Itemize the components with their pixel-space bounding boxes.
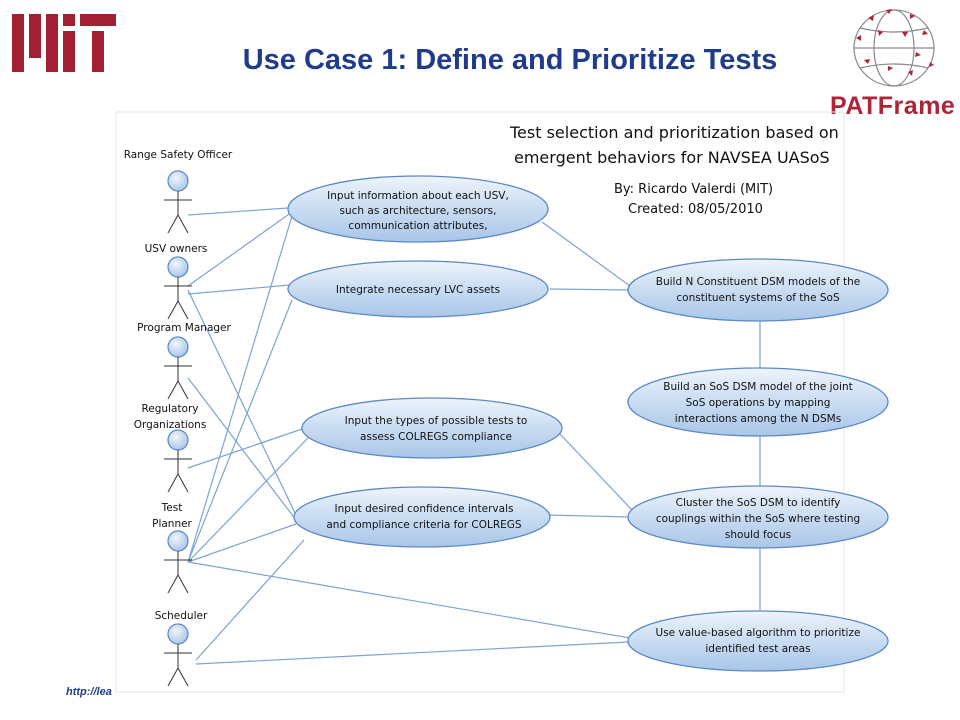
actor-limb — [167, 574, 179, 594]
actor-head — [167, 256, 189, 278]
use-case-ellipse-build-constituent-dsm — [627, 258, 889, 322]
actor-limb — [167, 473, 179, 493]
connector — [187, 437, 309, 563]
diagram-author: By: Ricardo Valerdi (MIT) — [614, 182, 773, 197]
use-case-build-sos-dsm-line-1: Build an SoS DSM model of the joint — [663, 381, 852, 393]
use-case-ellipse-input-usv-info — [287, 175, 549, 243]
use-case-ellipse-input-confidence — [293, 486, 551, 548]
connector — [541, 221, 631, 287]
patframe-globe-icon — [853, 9, 935, 87]
actor-limb — [177, 380, 189, 400]
use-case-build-constituent-dsm-line-1: Build N Constituent DSM models of the — [656, 276, 860, 288]
actor-limb — [177, 473, 189, 493]
actor-limb — [177, 300, 189, 320]
use-case-ellipse-cluster-sos-dsm — [627, 485, 889, 549]
use-case-ellipse-input-test-types — [301, 397, 563, 459]
actor-figure-scheduler — [164, 623, 192, 687]
use-case-value-based-algorithm-line-1: Use value-based algorithm to prioritize — [656, 627, 861, 639]
actor-label-test-planner-line-1: Test — [161, 502, 183, 514]
connector — [187, 299, 293, 563]
actor-limb — [167, 214, 179, 234]
use-case-input-test-types-line-1: Input the types of possible tests to — [345, 415, 528, 427]
actor-limb — [167, 380, 179, 400]
connector-lines — [187, 207, 761, 665]
connector — [187, 523, 297, 563]
use-case-input-usv-info-line-1: Input information about each USV, — [327, 190, 509, 202]
actor-figure-usv-owners — [164, 256, 192, 320]
use-case-build-sos-dsm-line-3: interactions among the N DSMs — [675, 413, 841, 425]
use-case-cluster-sos-dsm-line-2: couplings within the SoS where testing — [656, 513, 860, 525]
actor-label-range-safety-officer: Range Safety Officer — [124, 149, 233, 161]
patframe-logo-text: PATFrame — [830, 92, 956, 120]
actor-figure-regulatory-organizations — [164, 429, 192, 493]
diagram-header-line-1: Test selection and prioritization based … — [509, 123, 839, 142]
diagram-created: Created: 08/05/2010 — [628, 202, 763, 217]
use-case-cluster-sos-dsm-line-3: should focus — [725, 529, 791, 541]
connector — [187, 211, 293, 287]
footer-url[interactable]: http://lea — [66, 686, 112, 698]
actor-label-test-planner-line-2: Planner — [152, 518, 192, 530]
use-case-labels: Input information about each USV, such a… — [326, 190, 860, 655]
actor-label-program-manager: Program Manager — [137, 322, 231, 334]
actor-head — [167, 336, 189, 358]
use-case-input-usv-info-line-2: such as architecture, sensors, — [340, 205, 497, 217]
connector — [559, 433, 633, 511]
actor-limb — [177, 574, 189, 594]
mit-logo — [12, 14, 116, 72]
use-case-ellipse-value-based-algorithm — [627, 610, 889, 672]
connector — [187, 427, 306, 469]
use-case-input-usv-info-line-3: communication attributes, — [348, 220, 487, 232]
actor-figure-program-manager — [164, 336, 192, 400]
use-case-input-confidence-line-1: Input desired confidence intervals — [335, 503, 514, 515]
use-case-integrate-lvc-line-1: Integrate necessary LVC assets — [336, 284, 500, 296]
use-case-input-confidence-line-2: and compliance criteria for COLREGS — [326, 519, 522, 531]
connector — [187, 215, 293, 563]
connector — [187, 289, 297, 516]
use-case-value-based-algorithm-line-2: identified test areas — [705, 643, 810, 655]
slide-title: Use Case 1: Define and Prioritize Tests — [242, 44, 778, 76]
actor-figure-range-safety-officer — [164, 170, 192, 234]
connector — [187, 284, 291, 295]
actor-limb — [177, 667, 189, 687]
use-case-build-sos-dsm-line-2: SoS operations by mapping — [686, 397, 831, 409]
use-case-build-constituent-dsm-line-2: constituent systems of the SoS — [676, 292, 840, 304]
actor-labels: Range Safety Officer USV owners Program … — [124, 149, 233, 622]
actor-head — [167, 429, 189, 451]
actor-label-usv-owners: USV owners — [145, 243, 208, 255]
actor-head — [167, 170, 189, 192]
use-case-cluster-sos-dsm-line-1: Cluster the SoS DSM to identify — [676, 497, 841, 509]
use-case-ellipse-build-sos-dsm — [627, 367, 889, 437]
actor-label-regulatory-line-1: Regulatory — [141, 403, 198, 415]
actor-limb — [167, 300, 179, 320]
actor-label-regulatory-line-2: Organizations — [134, 419, 207, 431]
actor-figure-test-planner — [164, 530, 192, 594]
diagram-header: Test selection and prioritization based … — [509, 123, 839, 217]
use-case-input-test-types-line-2: assess COLREGS compliance — [360, 431, 512, 443]
actor-head — [167, 530, 189, 552]
use-case-ellipse-integrate-lvc — [287, 260, 549, 318]
diagram-header-line-2: emergent behaviors for NAVSEA UASoS — [514, 148, 830, 167]
actor-limb — [167, 667, 179, 687]
actor-head — [167, 623, 189, 645]
connector — [195, 641, 629, 665]
connector — [187, 207, 289, 216]
connector — [549, 288, 629, 291]
connector — [547, 514, 629, 518]
actor-label-scheduler: Scheduler — [155, 610, 208, 622]
connector — [195, 539, 305, 661]
actor-limb — [177, 214, 189, 234]
connector — [187, 561, 631, 639]
